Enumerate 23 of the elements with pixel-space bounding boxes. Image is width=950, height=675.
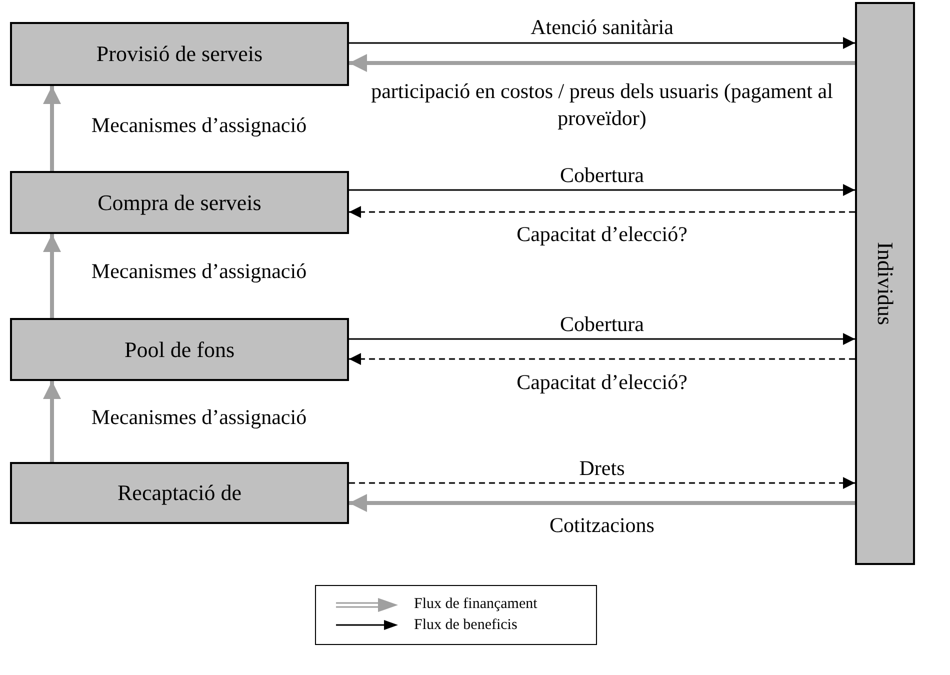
process-box (10, 171, 349, 234)
process-box (10, 318, 349, 381)
arrow (349, 206, 855, 218)
arrow (349, 54, 855, 72)
process-box (10, 22, 349, 86)
arrow (43, 381, 61, 462)
arrow (349, 477, 855, 489)
box-label: Provisió de serveis (96, 40, 263, 68)
arrow (349, 37, 855, 49)
legend-text: Flux de beneficis (414, 616, 518, 635)
arrow (43, 86, 61, 171)
arrow (349, 333, 855, 345)
arrow (349, 494, 855, 512)
process-box (10, 462, 349, 524)
arrow (349, 184, 855, 196)
box-label: Recaptació de (118, 479, 242, 507)
legend-text: Flux de finançament (414, 595, 538, 614)
box-label: Pool de fons (124, 336, 234, 364)
box-label: Compra de serveis (98, 188, 262, 216)
arrow (349, 353, 855, 365)
arrow (43, 234, 61, 318)
process-box (855, 2, 915, 565)
box-label: Individus (874, 242, 896, 326)
